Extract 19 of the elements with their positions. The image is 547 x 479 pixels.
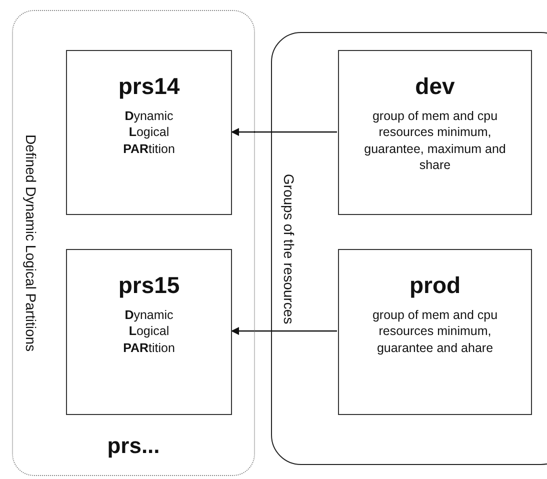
group-label: Defined Dynamic Logical Partitions (23, 134, 39, 352)
component-box (338, 249, 532, 415)
box-title: prs15 (118, 272, 180, 299)
box-description: group of mem and cpu resources minimum, guarantee and ahare (371, 307, 499, 356)
component-box (338, 50, 532, 215)
box-title: prs14 (118, 73, 180, 100)
arrow (231, 327, 337, 335)
component-box (66, 249, 232, 415)
box-title: dev (415, 73, 455, 100)
box-description: Dynamic Logical PARtition (122, 108, 176, 157)
group-footer-label: prs... (106, 433, 161, 459)
box-description: group of mem and cpu resources minimum, guarantee, maximum and share (363, 108, 507, 173)
group-label: Groups of the resources (281, 173, 297, 324)
box-title: prod (409, 272, 461, 299)
box-description: Dynamic Logical PARtition (122, 307, 176, 356)
arrow (231, 128, 337, 136)
component-box (66, 50, 232, 215)
group-frame (271, 32, 547, 465)
group-frame (12, 10, 255, 476)
